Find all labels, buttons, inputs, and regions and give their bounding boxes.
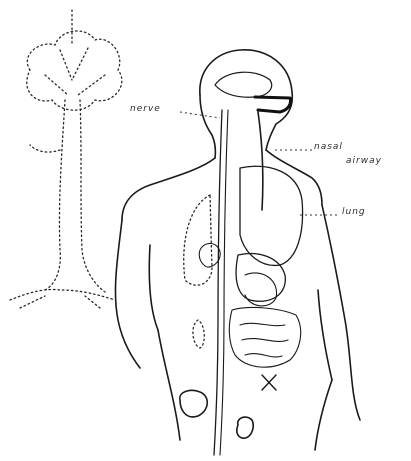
torso-left <box>158 330 180 440</box>
tree-trunk <box>45 100 105 292</box>
tree-canopy <box>27 31 122 110</box>
colon-mark <box>262 375 276 390</box>
heart <box>199 243 220 267</box>
right-arm-inner <box>318 290 332 380</box>
nasal-cavity <box>255 97 291 112</box>
brain <box>215 72 272 97</box>
lower-organ <box>237 417 253 438</box>
left-arm <box>115 220 140 368</box>
left-arm-inner <box>149 245 158 330</box>
label-right-3: lung <box>342 207 366 217</box>
spinal-cord-2 <box>220 110 228 455</box>
torso-right <box>315 380 332 450</box>
label-left: nerve <box>130 104 161 114</box>
head-outline <box>200 50 292 150</box>
tree-roots <box>10 289 115 308</box>
tree <box>10 10 122 308</box>
intestines <box>229 308 300 368</box>
left-shoulder <box>122 158 215 220</box>
label-right-1: nasal <box>314 142 343 152</box>
head-back <box>200 95 215 158</box>
right-arm <box>322 205 360 420</box>
right-lung <box>240 166 303 265</box>
tree-branches <box>45 10 105 95</box>
left-lung <box>184 195 212 285</box>
bladder <box>180 390 207 416</box>
spinal-cord <box>214 110 222 455</box>
leader-line-left <box>180 112 220 118</box>
liver <box>236 254 285 302</box>
label-right-2: airway <box>346 156 382 166</box>
esophagus <box>258 112 263 210</box>
tree-side-branch <box>30 145 60 152</box>
left-kidney <box>193 320 204 348</box>
right-shoulder <box>266 150 322 205</box>
